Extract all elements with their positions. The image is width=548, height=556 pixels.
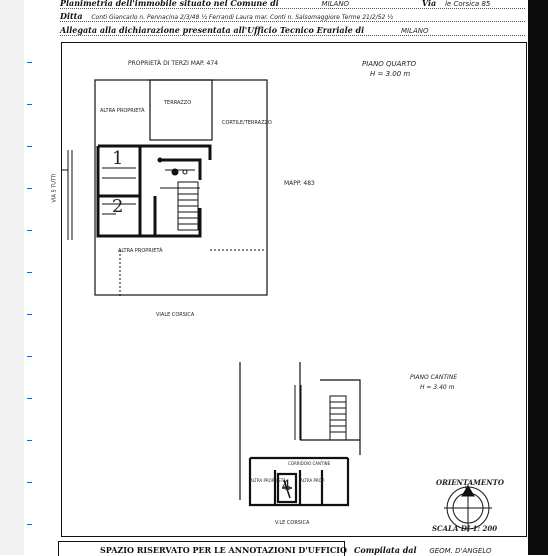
balcony bbox=[62, 150, 73, 240]
comune-label: Planimetria dell'immobile situato nel Co… bbox=[60, 0, 279, 8]
margin-tick bbox=[27, 104, 32, 105]
label-cortile: CORTILE/TERRAZZO bbox=[222, 120, 272, 126]
header-rule-2 bbox=[60, 21, 525, 22]
scale-label: SCALA DI 1: 200 bbox=[432, 524, 498, 533]
ditta-value: Conti Giancarlo n. Pennacina 2/3/48 ½ Fe… bbox=[91, 14, 394, 21]
via-value: le Corsica 85 bbox=[444, 0, 491, 8]
scan-left-margin bbox=[0, 0, 24, 555]
margin-tick bbox=[27, 314, 32, 315]
header-rule-3 bbox=[60, 35, 525, 36]
compiled-label: Compilata dal bbox=[354, 545, 417, 555]
lower-stair-steps bbox=[330, 401, 346, 433]
scan-right-edge bbox=[528, 0, 548, 555]
label-corridoio-cantine: CORRIDOIO CANTINE bbox=[288, 461, 331, 466]
header-line-3: Allegata alla dichiarazione presentata a… bbox=[60, 25, 429, 35]
room-number-2: 2 bbox=[112, 196, 124, 217]
lower-column bbox=[294, 385, 302, 440]
label-vle-corsica-lower: V.LE CORSICA bbox=[275, 520, 310, 526]
margin-tick bbox=[27, 146, 32, 147]
lower-stair bbox=[329, 395, 347, 441]
header-line-2: Ditta Conti Giancarlo n. Pennacina 2/3/4… bbox=[60, 11, 393, 21]
compass-north: N bbox=[465, 486, 469, 492]
label-map-483: MAPP. 483 bbox=[284, 180, 315, 187]
cellar-number: 4 bbox=[282, 478, 291, 494]
label-altra-proprieta-lower: ALTRA PROPRIETÀ bbox=[250, 478, 286, 483]
compass-icon bbox=[444, 484, 492, 532]
cellar-4 bbox=[276, 472, 298, 504]
office-notes-title: SPAZIO RISERVATO PER LE ANNOTAZIONI D'UF… bbox=[100, 545, 347, 555]
label-altra-proprieta-bottom: ALTRA PROPRIETÀ bbox=[118, 248, 163, 254]
ufficio-label: Allegata alla dichiarazione presentata a… bbox=[60, 25, 365, 35]
compiled-by: Compilata dal GEOM. D'ANGELO bbox=[354, 545, 492, 555]
label-piano-cantine: PIANO CANTINE bbox=[410, 374, 458, 381]
ditta-label: Ditta bbox=[60, 11, 83, 21]
label-height-upper: H = 3.00 m bbox=[370, 70, 411, 78]
margin-tick bbox=[27, 440, 32, 441]
ufficio-value: MILANO bbox=[400, 27, 429, 35]
label-via-side: VIA 5 TUTTI bbox=[51, 173, 58, 203]
label-altra-proprieta: ALTRA PROPRIETÀ bbox=[100, 108, 145, 114]
compiled-value: GEOM. D'ANGELO bbox=[429, 547, 492, 555]
header-rule-1 bbox=[60, 8, 525, 9]
unit-walls bbox=[96, 144, 212, 238]
cellar-marker bbox=[282, 479, 292, 499]
via-label: Via bbox=[421, 0, 437, 8]
drawing-frame bbox=[61, 42, 527, 537]
label-height-lower: H = 3.40 m bbox=[420, 384, 455, 391]
margin-tick bbox=[27, 524, 32, 525]
upper-stair bbox=[177, 181, 199, 231]
margin-tick bbox=[27, 482, 32, 483]
margin-tick bbox=[27, 230, 32, 231]
room-number-1: 1 bbox=[112, 148, 124, 169]
margin-tick bbox=[27, 356, 32, 357]
margin-tick bbox=[27, 398, 32, 399]
margin-tick bbox=[27, 272, 32, 273]
margin-tick bbox=[27, 62, 32, 63]
cellar-walls bbox=[248, 456, 350, 507]
header-line-1: Planimetria dell'immobile situato nel Co… bbox=[60, 0, 490, 8]
terrazzo-block bbox=[149, 79, 213, 141]
margin-tick bbox=[27, 188, 32, 189]
unit-details bbox=[102, 167, 200, 215]
label-proprieta-terzi: PROPRIETÀ DI TERZI MAP. 474 bbox=[128, 60, 219, 67]
fixture bbox=[157, 157, 163, 163]
fixture bbox=[182, 169, 188, 175]
comune-value: MILANO bbox=[321, 0, 350, 8]
label-piano-quarto: PIANO QUARTO bbox=[362, 60, 417, 68]
label-altra-prop: ALTRA PROP. bbox=[300, 478, 325, 483]
label-terrazzo: TERRAZZO bbox=[164, 100, 192, 106]
lower-outline bbox=[239, 362, 361, 500]
orientation-title: ORIENTAMENTO bbox=[436, 478, 504, 487]
office-notes-box bbox=[58, 541, 345, 556]
neighbour-outline bbox=[119, 249, 265, 296]
fixture bbox=[171, 168, 179, 176]
label-viale-corsica-upper: VIALE CORSICA bbox=[156, 312, 195, 318]
